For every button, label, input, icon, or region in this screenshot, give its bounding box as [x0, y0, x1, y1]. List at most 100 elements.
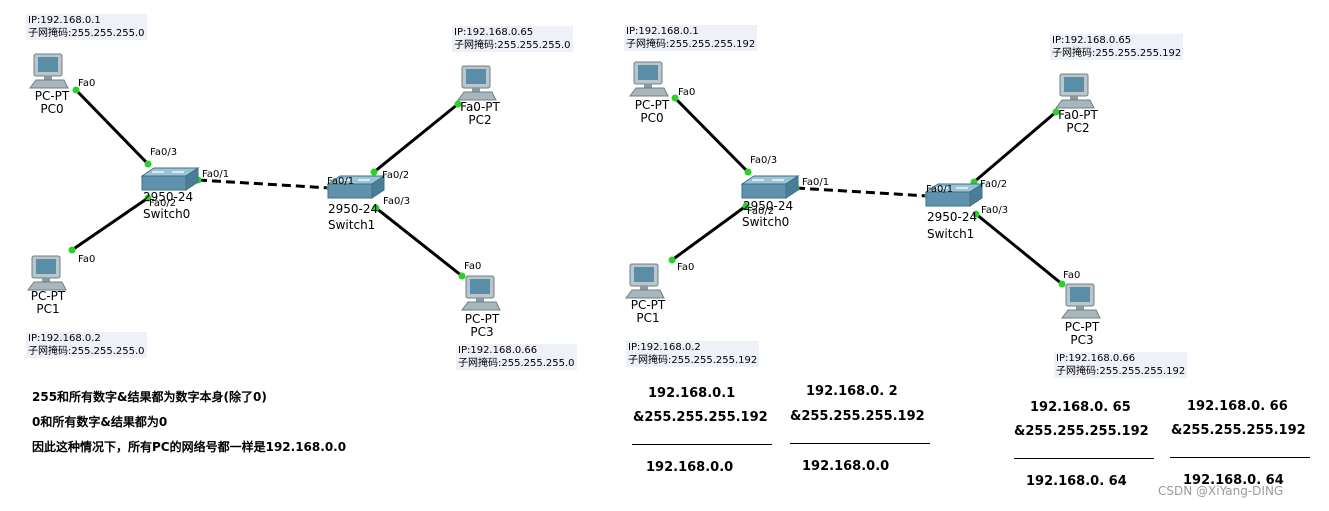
link-pc1-switch0 [71, 196, 149, 252]
pc2-name: PC2 [468, 113, 492, 127]
pc0-icon[interactable] [29, 53, 69, 89]
switch1-port-fa02-r: Fa0/2 [980, 179, 1008, 190]
switch1-port-fa03: Fa0/3 [383, 196, 411, 207]
pc0-icon-r[interactable] [629, 61, 669, 97]
pc3-ip: IP:192.168.0.66 [458, 345, 538, 356]
calc-1-rule [632, 444, 772, 445]
switch1-port-fa01: Fa0/1 [327, 176, 355, 187]
pc2-icon[interactable] [457, 65, 497, 101]
switch0-port-fa01-r: Fa0/1 [802, 177, 830, 188]
calc-3-mask: &255.255.255.192 [1014, 424, 1149, 439]
pc0-ip-box: IP:192.168.0.1 子网掩码:255.255.255.0 [26, 14, 147, 40]
pc3-ip-r: IP:192.168.0.66 [1056, 353, 1136, 364]
switch0-name-r: Switch0 [742, 215, 790, 229]
pc0-ip: IP:192.168.0.1 [28, 15, 101, 26]
link-pc0-switch0 [74, 88, 150, 166]
pc3-port-r: Fa0 [1063, 270, 1081, 281]
link-switch0-switch1 [197, 178, 331, 190]
pc0-type: PC-PT [34, 89, 70, 103]
pc3-port: Fa0 [464, 261, 482, 272]
switch1-name: Switch1 [328, 218, 376, 232]
pc2-ip-box-r: IP:192.168.0.65 子网掩码:255.255.255.192 [1050, 34, 1184, 60]
pc0-mask-r: 子网掩码:255.255.255.192 [626, 39, 756, 50]
calc-1-ip: 192.168.0.1 [648, 386, 736, 401]
calc-3-rule [1014, 458, 1154, 459]
pc2-icon-r[interactable] [1055, 73, 1095, 109]
link-switch0-switch1-r [795, 186, 929, 198]
pc0-ip-r: IP:192.168.0.1 [626, 26, 699, 37]
pc3-ip-box-r: IP:192.168.0.66 子网掩码:255.255.255.192 [1054, 352, 1188, 378]
pc1-ip-box: IP:192.168.0.2 子网掩码:255.255.255.0 [26, 332, 147, 358]
switch0-icon-r[interactable] [741, 175, 799, 199]
calc-2-result: 192.168.0.0 [802, 459, 890, 474]
pc3-mask-r: 子网掩码:255.255.255.192 [1056, 366, 1186, 377]
note-line-1: 255和所有数字&结果都为数字本身(除了0) [32, 390, 267, 404]
pc3-label-r: PC-PT PC3 [1058, 321, 1106, 347]
pc3-name: PC3 [470, 325, 494, 339]
pc1-mask: 子网掩码:255.255.255.0 [28, 346, 145, 357]
note-line-3: 因此这种情况下，所有PC的网络号都一样是192.168.0.0 [32, 440, 347, 454]
port-dots [68, 86, 1066, 288]
pc1-ip-r: IP:192.168.0.2 [628, 342, 701, 353]
pc0-type-r: PC-PT [634, 98, 670, 112]
pc1-name-r: PC1 [636, 311, 660, 325]
switch0-model: 2950-24 [143, 190, 194, 204]
pc2-ip: IP:192.168.0.65 [454, 27, 534, 38]
pc1-type-r: PC-PT [630, 298, 666, 312]
link-switch1-pc2 [373, 102, 459, 174]
calc-4-rule [1170, 457, 1310, 458]
pc2-type: Fa0-PT [460, 100, 500, 114]
switch0-port-fa02-r: Fa0/2 [747, 206, 775, 217]
pc1-ip: IP:192.168.0.2 [28, 333, 101, 344]
pc1-icon-r[interactable] [625, 263, 665, 299]
pc0-name: PC0 [40, 102, 64, 116]
switch1-model: 2950-24 [328, 202, 379, 216]
switch1-name-r: Switch1 [927, 227, 975, 241]
pc1-label: PC-PT PC1 [24, 290, 72, 316]
pc1-port-r: Fa0 [677, 262, 695, 273]
pc3-icon-r[interactable] [1061, 283, 1101, 319]
pc0-port-r: Fa0 [678, 87, 696, 98]
switch1-model-r: 2950-24 [927, 210, 978, 224]
calc-1-result: 192.168.0.0 [646, 460, 734, 475]
pc3-label: PC-PT PC3 [458, 313, 506, 339]
link-switch1-pc3-r [975, 212, 1063, 286]
calc-4-ip: 192.168.0. 66 [1187, 399, 1288, 414]
pc2-mask-r: 子网掩码:255.255.255.192 [1052, 48, 1182, 59]
pc0-name-r: PC0 [640, 111, 664, 125]
pc1-name: PC1 [36, 302, 60, 316]
switch1-port-fa01-r: Fa0/1 [926, 184, 954, 195]
switch0-icon[interactable] [141, 167, 199, 191]
calc-1-mask: &255.255.255.192 [633, 410, 768, 425]
calc-3-result: 192.168.0. 64 [1026, 474, 1127, 489]
pc2-ip-box: IP:192.168.0.65 子网掩码:255.255.255.0 [452, 26, 573, 52]
pc0-mask: 子网掩码:255.255.255.0 [28, 28, 145, 39]
calc-3-ip: 192.168.0. 65 [1030, 400, 1131, 415]
pc2-label-r: Fa0-PT PC2 [1054, 109, 1102, 135]
calc-2-mask: &255.255.255.192 [790, 409, 925, 424]
link-switch1-pc3 [375, 206, 463, 278]
calc-2-rule [790, 443, 930, 444]
pc2-name-r: PC2 [1066, 121, 1090, 135]
pc3-type-r: PC-PT [1064, 320, 1100, 334]
calc-4-result: 192.168.0. 64 [1183, 473, 1284, 488]
pc0-label: PC-PT PC0 [28, 90, 76, 116]
calc-4-mask: &255.255.255.192 [1171, 423, 1306, 438]
pc3-icon[interactable] [461, 275, 501, 311]
note-line-2: 0和所有数字&结果都为0 [32, 415, 168, 429]
pc1-type: PC-PT [30, 289, 66, 303]
pc3-ip-box: IP:192.168.0.66 子网掩码:255.255.255.0 [456, 344, 577, 370]
pc3-name-r: PC3 [1070, 333, 1094, 347]
watermark: CSDN @XiYang-DING [1158, 484, 1284, 498]
pc2-type-r: Fa0-PT [1058, 108, 1098, 122]
switch0-model-r: 2950-24 [743, 199, 794, 213]
pc1-icon[interactable] [27, 255, 67, 291]
pc1-label-r: PC-PT PC1 [624, 299, 672, 325]
link-switch1-pc2-r [973, 110, 1057, 184]
pc0-port: Fa0 [78, 78, 96, 89]
pc2-mask: 子网掩码:255.255.255.0 [454, 40, 571, 51]
link-pc0-switch0-r [673, 96, 750, 174]
pc0-ip-box-r: IP:192.168.0.1 子网掩码:255.255.255.192 [624, 25, 758, 51]
pc3-mask: 子网掩码:255.255.255.0 [458, 358, 575, 369]
